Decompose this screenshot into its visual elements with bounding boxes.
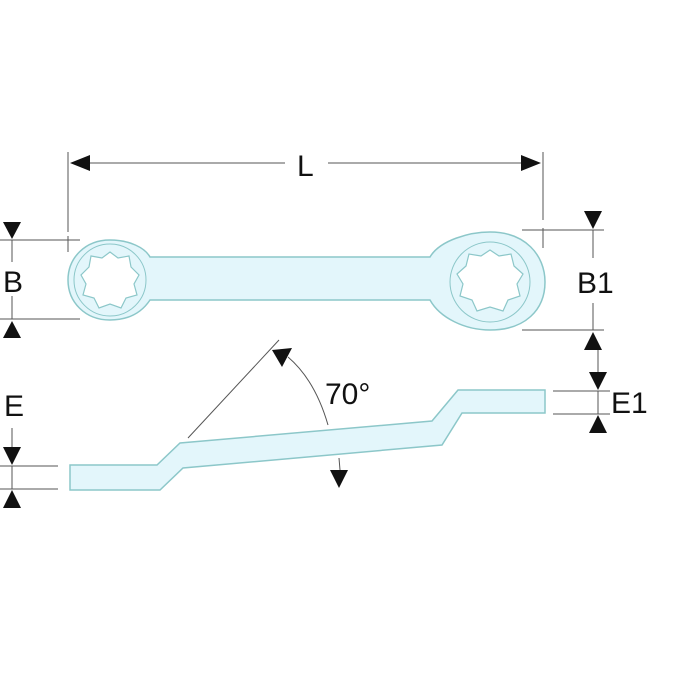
e1-dimension: E1	[553, 332, 648, 433]
e-dimension: E	[0, 390, 58, 508]
label-E1: E1	[611, 387, 648, 420]
ring-opening-left	[80, 251, 140, 309]
b1-dimension: B1	[522, 211, 614, 331]
label-B1: B1	[577, 267, 614, 300]
angle-dimension: 70°	[187, 339, 370, 488]
ring-opening-right	[456, 249, 524, 312]
length-dimension: L	[67, 150, 544, 252]
label-B: B	[3, 266, 23, 299]
label-angle: 70°	[325, 378, 370, 411]
b-dimension: B	[0, 222, 80, 338]
wrench-side-view	[69, 389, 546, 491]
label-L: L	[297, 150, 314, 183]
label-E: E	[4, 390, 24, 423]
wrench-top-view	[67, 231, 546, 331]
